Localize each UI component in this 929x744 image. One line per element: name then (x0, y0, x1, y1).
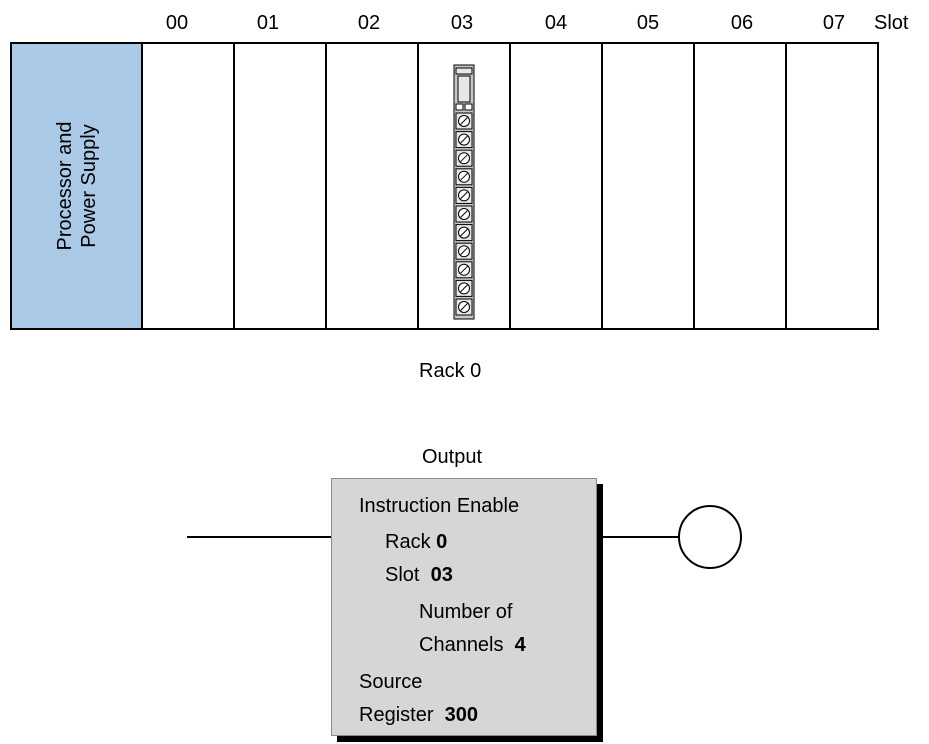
slot-number-02: 02 (357, 12, 381, 34)
instruction-enable-label: Instruction Enable (359, 495, 520, 517)
terminal-screw-slot (460, 172, 468, 181)
terminal-screw-slot (460, 228, 468, 237)
slot-header-label: Slot (874, 12, 909, 34)
processor-power-supply-slot: Processor and Power Supply (12, 44, 143, 328)
output-title: Output (422, 446, 483, 468)
terminal-screw-slot (460, 117, 468, 125)
rack-label: Rack 0 (419, 360, 482, 382)
terminal-screw-slot (460, 210, 468, 218)
slot-field-label: Slot (385, 564, 420, 586)
terminal-screw-slot (460, 265, 468, 274)
slot-number-07: 07 (822, 12, 846, 34)
output-rung-wire (603, 536, 679, 538)
source-register-label: Register (359, 704, 434, 726)
rack-slot-07 (787, 44, 877, 328)
rack-slot-06 (695, 44, 787, 328)
output-coil (678, 505, 742, 569)
output-instruction-block: Instruction Enable Rack 0 Slot 03 Number… (331, 478, 597, 736)
channels-field-value: 4 (514, 634, 526, 656)
rack-slot-05 (603, 44, 695, 328)
rack-slot-00 (143, 44, 235, 328)
channels-field-label: Channels (419, 634, 504, 656)
slot-number-01: 01 (256, 12, 280, 34)
rack-field: Rack 0 (385, 531, 447, 554)
rack-slot-01 (235, 44, 327, 328)
terminal-screw-slot (460, 247, 468, 256)
source-register-value: 300 (444, 704, 478, 726)
terminal-screw-slot (460, 284, 468, 293)
channels-label-line1: Number of (419, 601, 513, 623)
processor-label-line1: Processor and (53, 121, 76, 251)
terminal-screw-slot (460, 191, 468, 200)
slot-number-03: 03 (450, 12, 474, 34)
rack-chassis: Processor and Power Supply (10, 42, 879, 330)
source-register-field: Register 300 (359, 704, 478, 727)
rack-slot-02 (327, 44, 419, 328)
terminal-screw-slot (460, 303, 468, 311)
processor-label: Processor and Power Supply (53, 122, 101, 251)
rack-slot-04 (511, 44, 603, 328)
slot-field-value: 03 (430, 564, 453, 586)
slot-number-06: 06 (730, 12, 754, 34)
rack-slot-03 (419, 44, 511, 328)
processor-label-line2: Power Supply (77, 124, 100, 248)
input-rung-wire (187, 536, 332, 538)
channels-field: Channels 4 (419, 634, 526, 657)
slot-number-00: 00 (165, 12, 189, 34)
source-label-line1: Source (359, 671, 423, 693)
terminal-screw-slot (460, 154, 468, 163)
slot-field: Slot 03 (385, 564, 453, 587)
rack-field-label: Rack (385, 531, 431, 553)
slot-number-04: 04 (544, 12, 568, 34)
io-module-icon (453, 64, 475, 320)
terminal-screw-slot (460, 135, 468, 144)
slot-number-05: 05 (636, 12, 660, 34)
rack-field-value: 0 (436, 531, 448, 553)
